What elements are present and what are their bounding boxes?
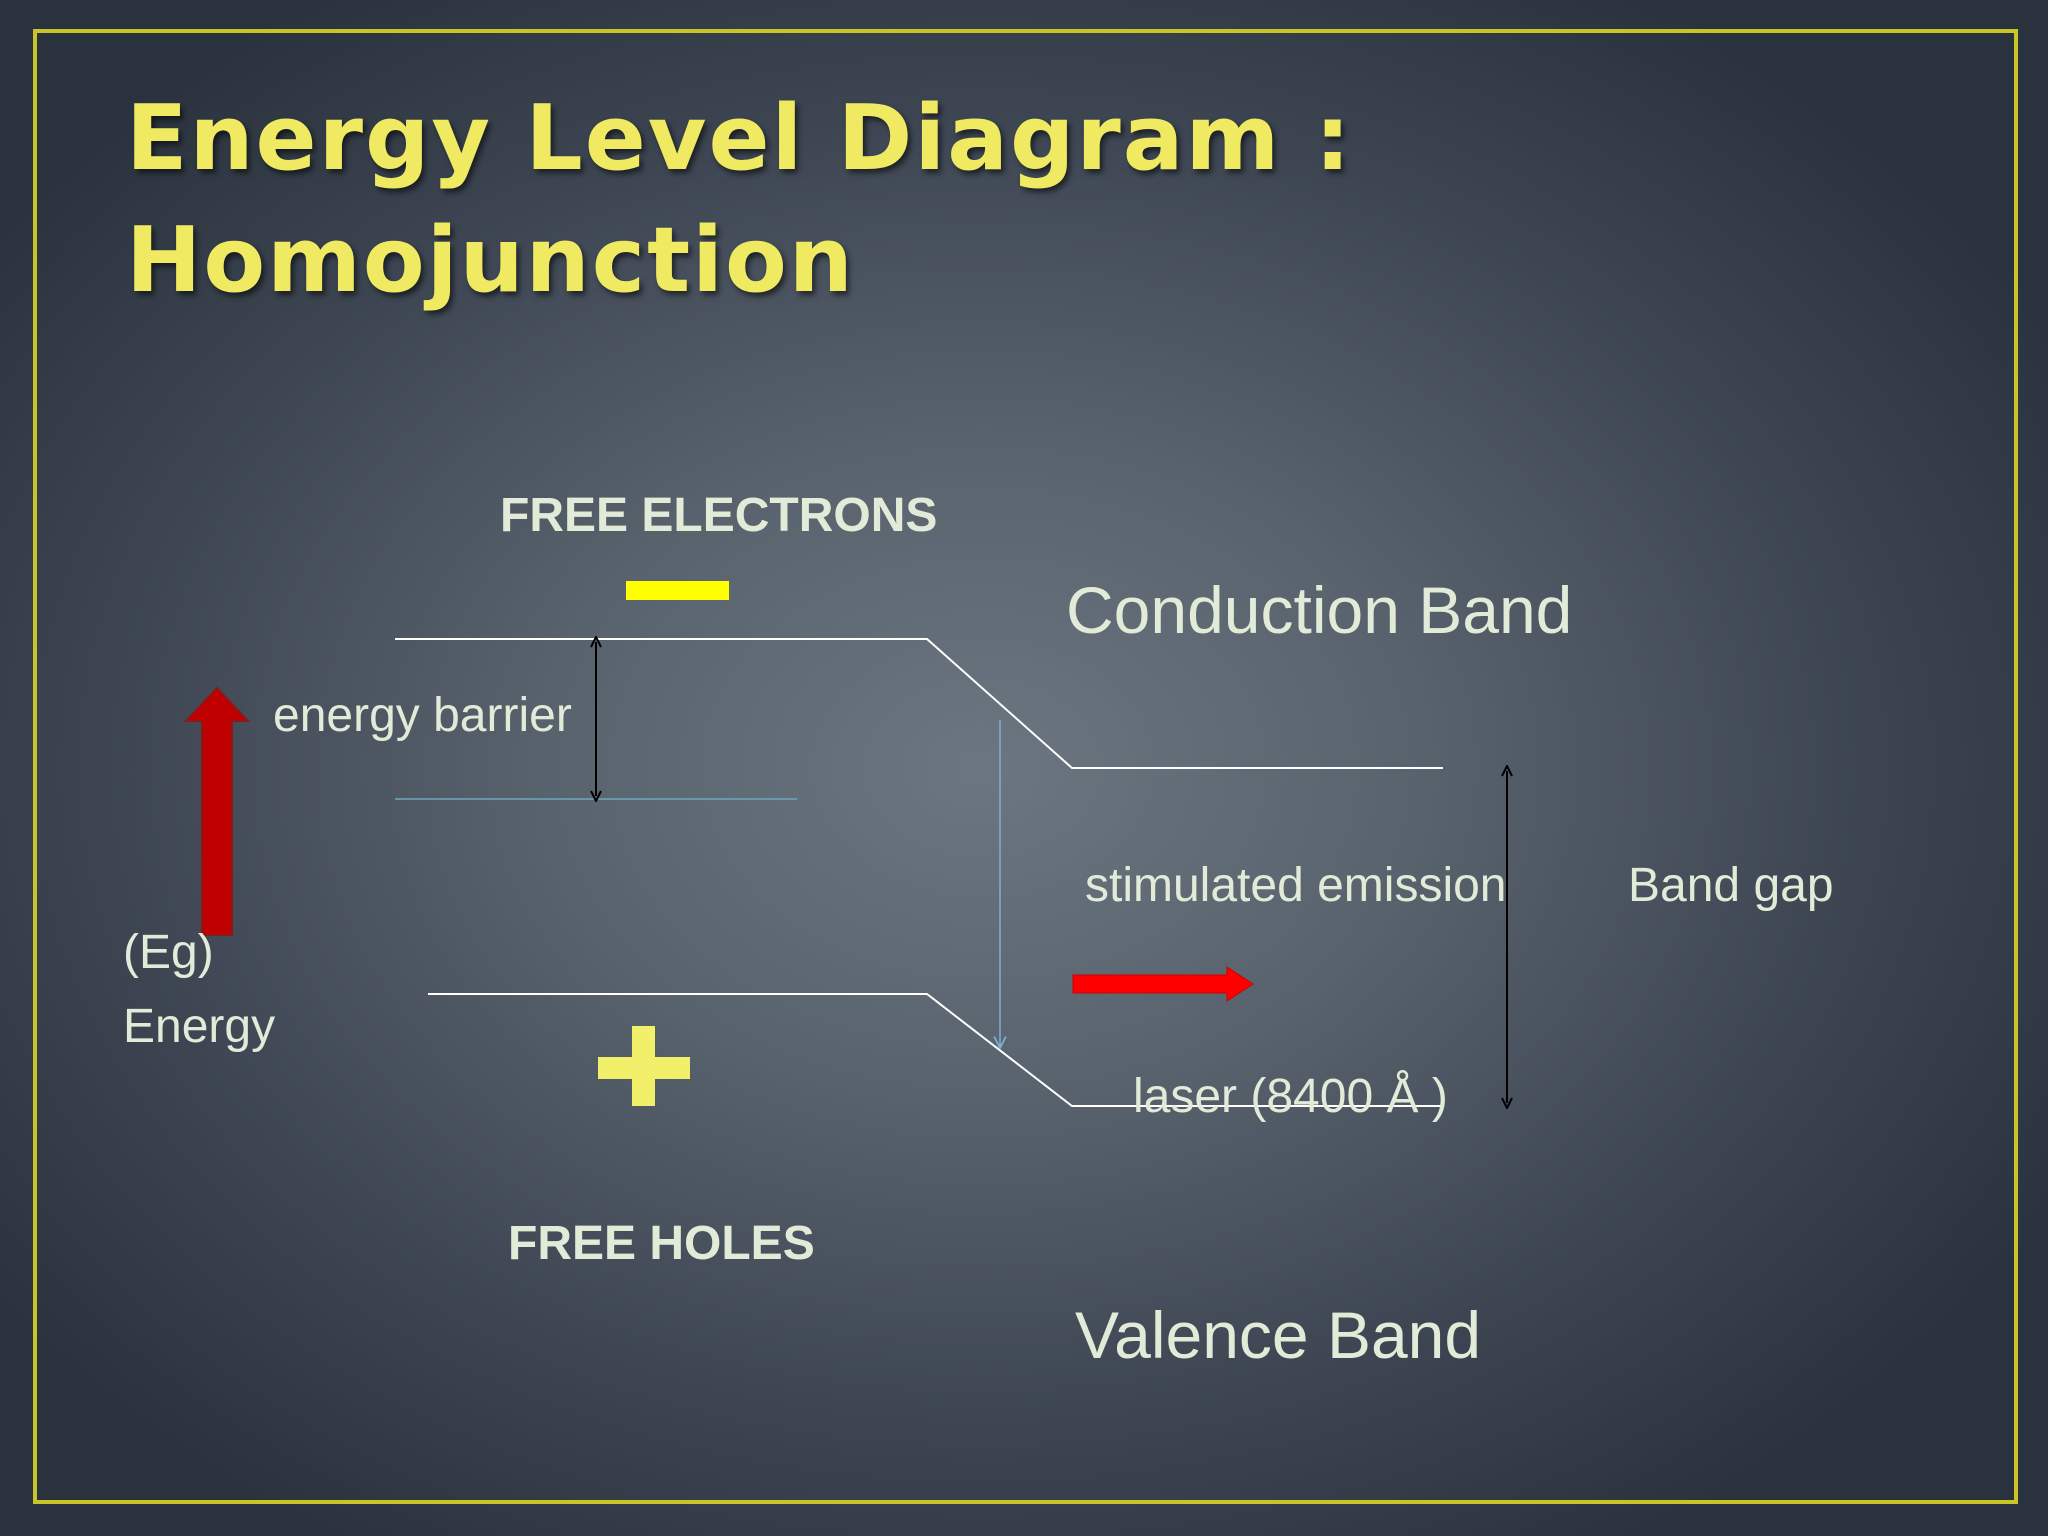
title-line-1: Energy Level Diagram : [126, 86, 1353, 191]
valence-band-label: Valence Band [1075, 1298, 1482, 1372]
title-line-2: Homojunction [126, 208, 855, 313]
conduction-band-label: Conduction Band [1066, 573, 1573, 647]
slide-title: Energy Level Diagram : Homojunction [126, 78, 1353, 322]
band-gap-label: Band gap [1628, 859, 1834, 912]
free-electrons-label: FREE ELECTRONS [500, 489, 938, 542]
minus-sign-icon [626, 581, 729, 600]
eg-label: (Eg) [123, 926, 214, 979]
plus-sign-icon [598, 1026, 690, 1106]
stimulated-emission-label: stimulated emission [1085, 859, 1507, 912]
energy-label: Energy [123, 1000, 276, 1053]
energy-axis-arrow [183, 686, 251, 936]
slide-frame [33, 29, 2018, 1504]
laser-label: laser (8400 Å ) [1133, 1070, 1448, 1123]
laser-output-arrow [1072, 966, 1254, 1002]
valence-band-line [428, 993, 1443, 1107]
conduction-band-line [395, 638, 1443, 769]
energy-barrier-label: energy barrier [273, 689, 572, 742]
free-holes-label: FREE HOLES [508, 1217, 815, 1270]
